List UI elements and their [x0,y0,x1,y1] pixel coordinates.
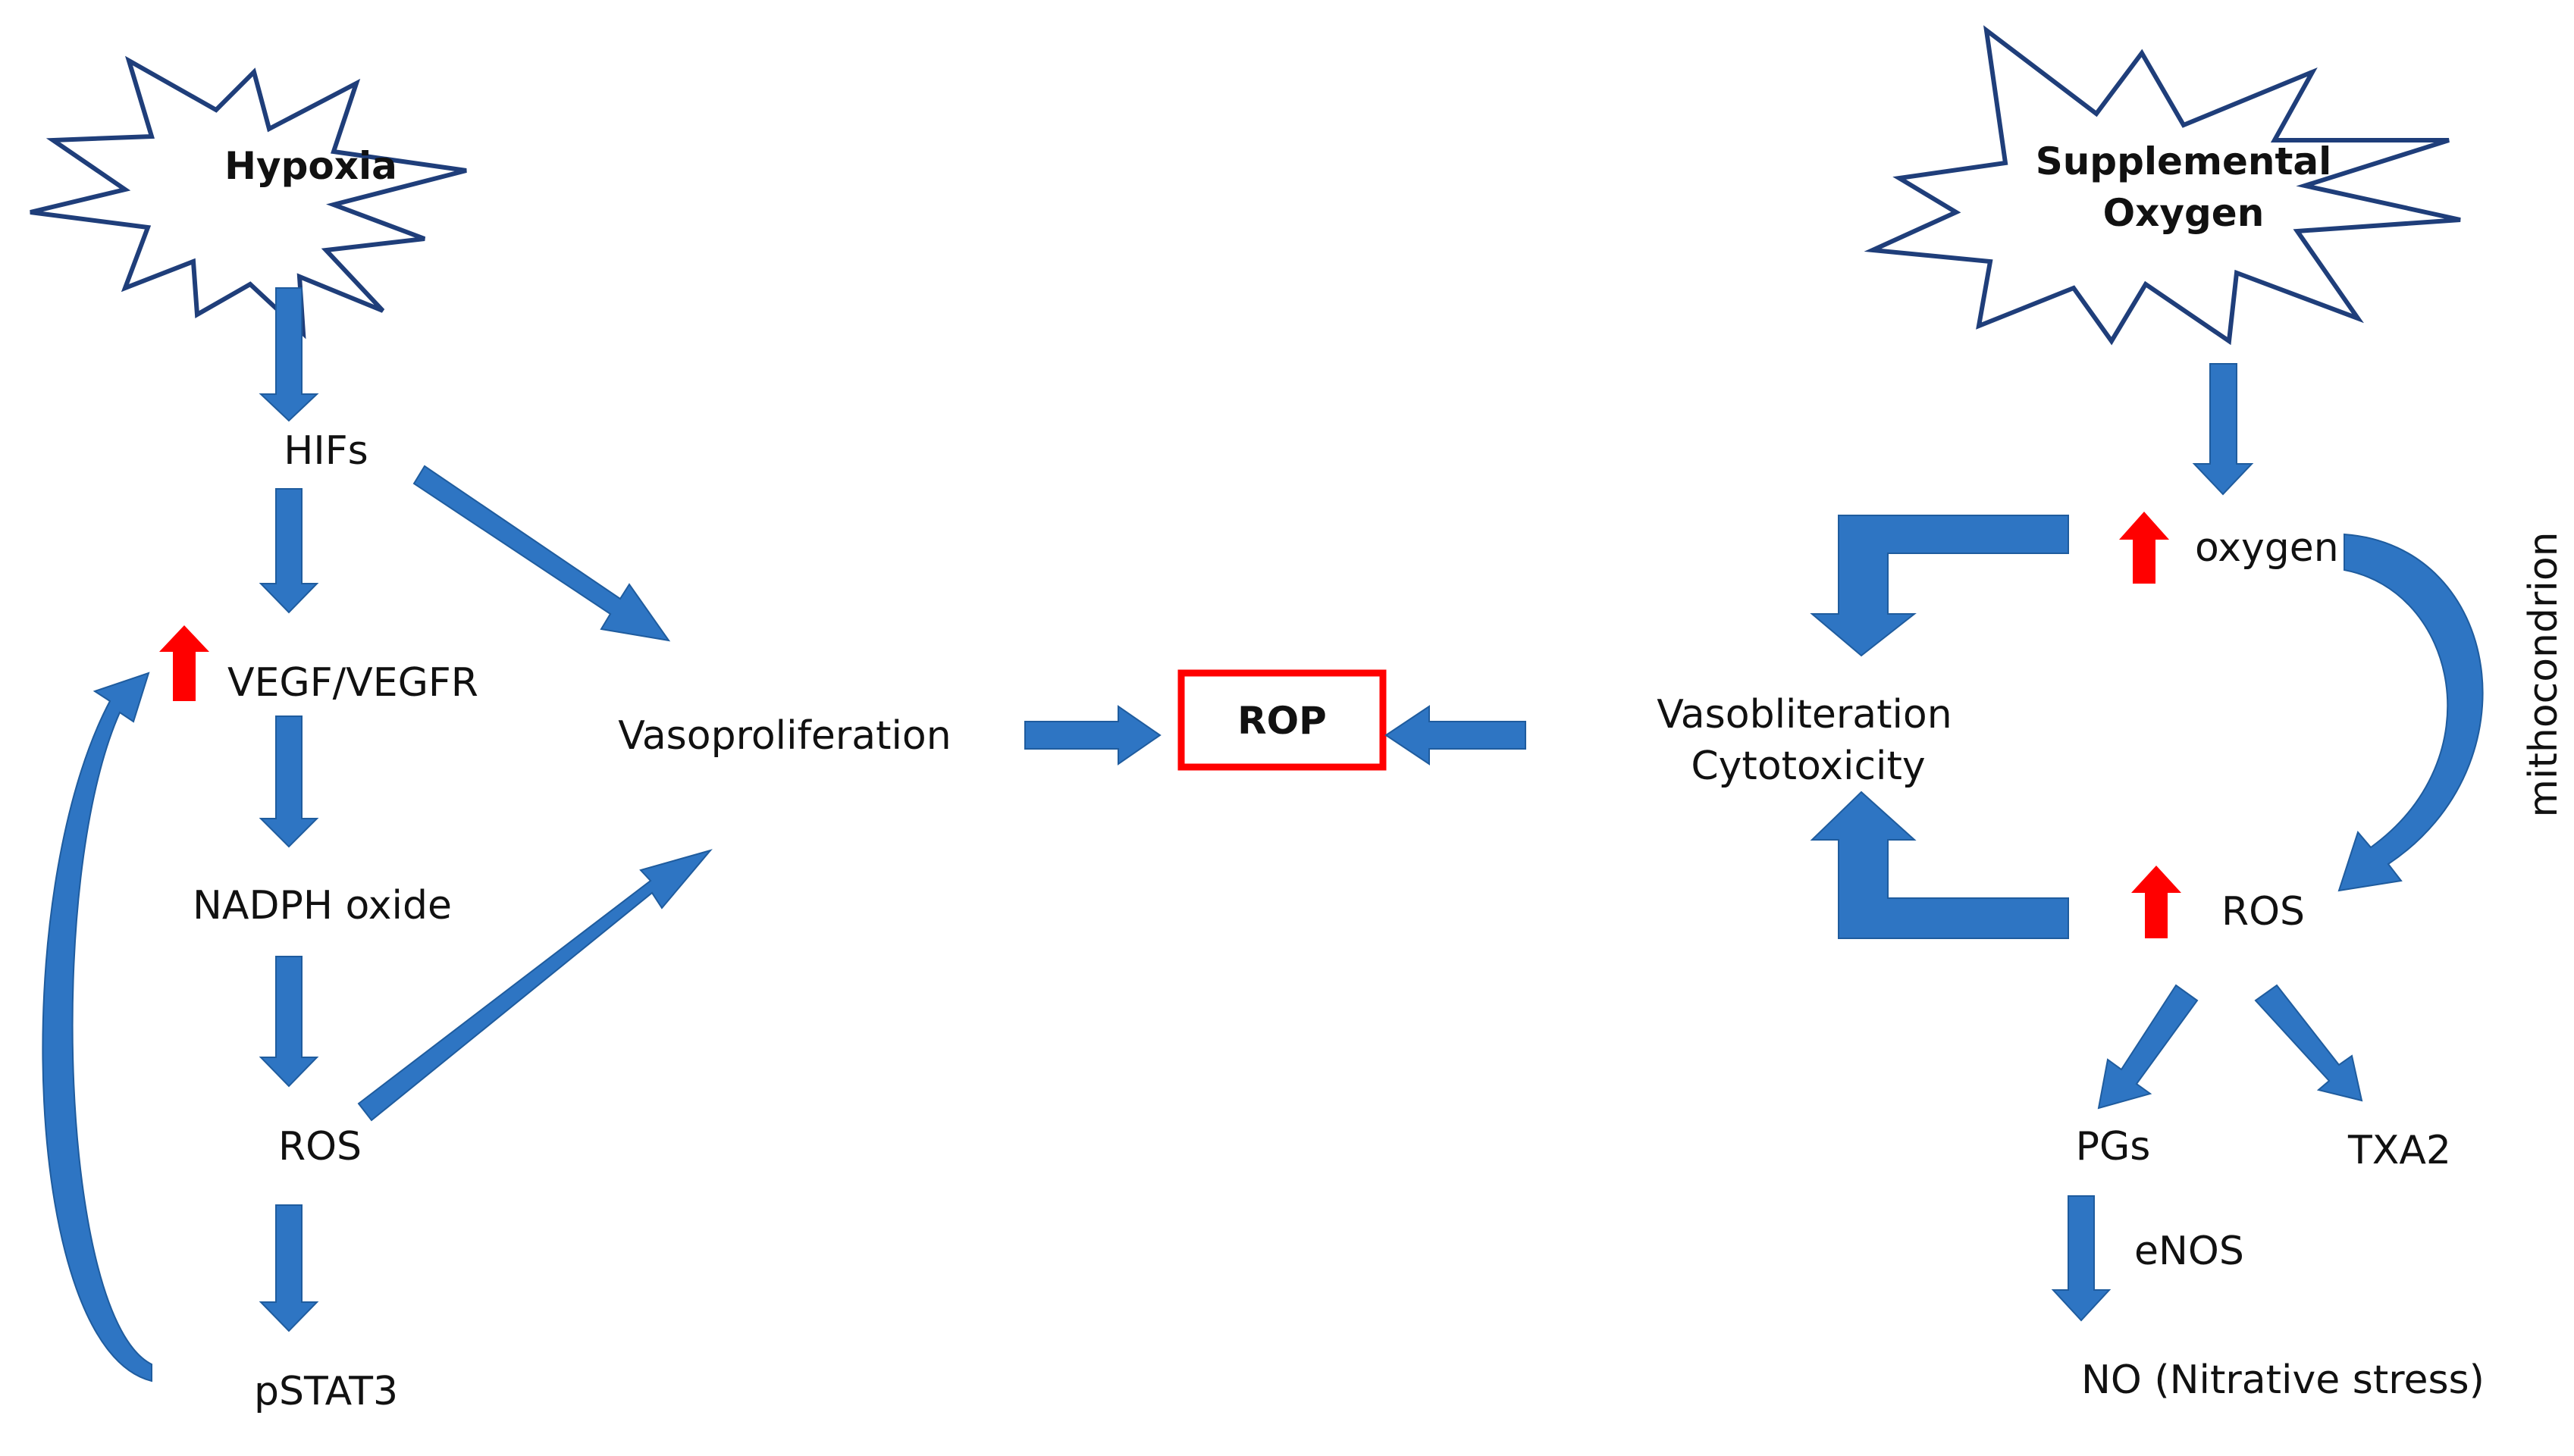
left-ros-label: ROS [278,1124,362,1169]
right-ros-label: ROS [2221,889,2305,935]
mitochondrion-label: mithocondrion [2521,531,2566,817]
rop-label: ROP [1237,699,1327,743]
vegf-label: VEGF/VEGFR [227,660,478,706]
arrow-hifs-to-vegf [259,488,319,614]
arrow-vegf-to-nadph [259,715,319,848]
arrow-ros-to-txa2 [2254,984,2363,1102]
pstat3-label: pSTAT3 [254,1369,398,1414]
vasobliteration-label: Vasobliteration [1657,692,1952,737]
arrow-vasoproliferation-to-rop [1024,705,1162,766]
supplemental-oxygen-starburst [1864,25,2461,346]
supplemental-label-line1: Supplemental [2036,139,2332,183]
bracket-arrow-ros-to-cytotoxicity [1810,791,2069,939]
arrow-pgs-to-no [2051,1195,2112,1322]
pgs-label: PGs [2076,1124,2151,1169]
arrow-ros-to-pgs [2097,984,2199,1110]
arrow-nadph-to-ros [259,956,319,1088]
rop-box [1177,669,1387,771]
hifs-label: HIFs [284,428,368,474]
arrow-supplemental-to-oxygen [2192,363,2254,496]
supplemental-label-line2: Oxygen [2103,191,2265,235]
hypoxia-starburst [30,55,467,340]
hypoxia-label: Hypoxia [224,144,397,188]
up-arrow-vegf-icon [159,625,209,701]
mitochondrion-arrow [2337,533,2484,892]
bracket-arrow-oxygen-to-vasobliteration [1810,515,2069,657]
up-arrow-ros-icon [2131,866,2181,938]
enos-label: eNOS [2134,1229,2244,1274]
cytotoxicity-label: Cytotoxicity [1691,744,1925,789]
arrow-vasobliteration-to-rop [1384,705,1526,766]
nadph-label: NADPH oxide [193,883,452,928]
feedback-arrow-pstat3-to-vegf [42,672,152,1382]
arrow-hifs-to-vasoproliferation [412,465,671,642]
arrow-ros-to-vasoproliferation [357,849,713,1122]
arrow-ros-to-pstat3 [259,1204,319,1332]
no-label: NO (Nitrative stress) [2081,1357,2485,1403]
txa2-label: TXA2 [2347,1128,2451,1173]
vasoproliferation-label: Vasoproliferation [618,713,951,759]
up-arrow-oxygen-icon [2119,512,2169,584]
oxygen-label: oxygen [2195,525,2339,571]
arrow-hypoxia-to-hifs [259,287,319,422]
